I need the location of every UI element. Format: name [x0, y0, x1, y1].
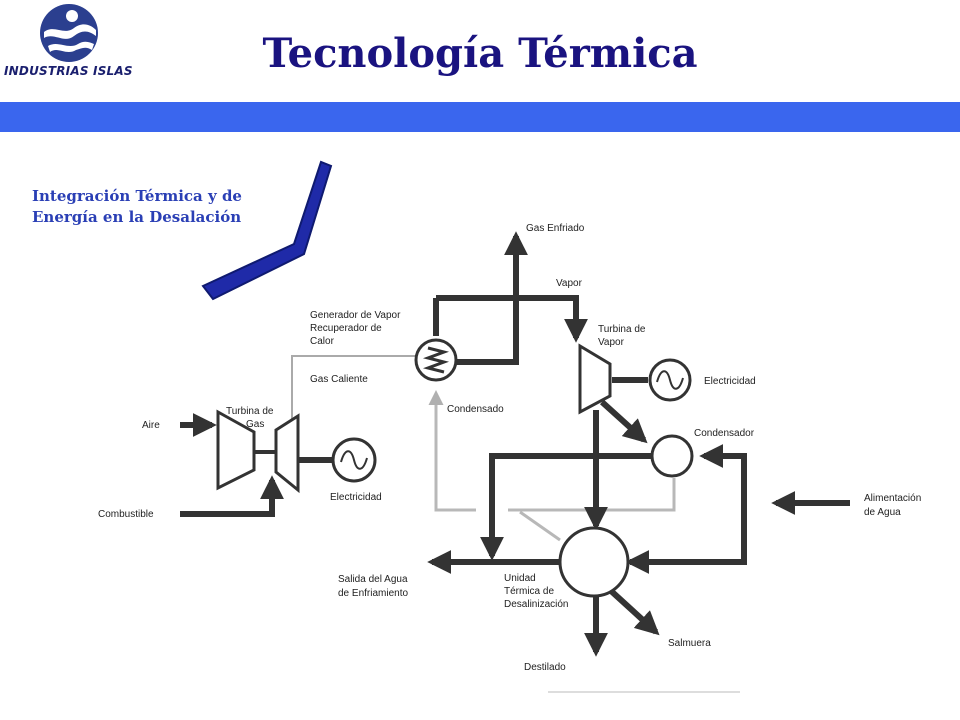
header-band	[0, 102, 960, 132]
salmuera-line	[607, 587, 660, 636]
label-electricidad-vapor: Electricidad	[704, 376, 756, 387]
label-salida-2: de Enfriamiento	[338, 588, 408, 599]
label-salmuera: Salmuera	[668, 638, 711, 649]
gas-enfriado-line	[454, 231, 528, 365]
heat-recovery-generator	[414, 338, 458, 382]
label-turbina-gas-2: Gas	[246, 419, 264, 430]
label-unidad-2: Térmica de	[504, 586, 554, 597]
combustible-line	[180, 475, 284, 517]
steam-generator	[648, 358, 692, 402]
main-flow-lines	[180, 231, 850, 657]
label-generador-1: Generador de Vapor	[310, 310, 401, 321]
label-aire: Aire	[142, 420, 160, 431]
label-unidad-1: Unidad	[504, 573, 536, 584]
condensate-lines	[428, 390, 676, 542]
label-salida-1: Salida del Agua	[338, 574, 408, 585]
label-turbina-vapor-1: Turbina de	[598, 324, 646, 335]
diagram-subtitle: Integración Térmica y de Energía en la D…	[32, 187, 242, 226]
gas-turbine	[216, 409, 300, 494]
label-unidad-3: Desalinización	[504, 599, 568, 610]
label-generador-3: Calor	[310, 336, 335, 347]
desalination-unit	[558, 526, 630, 598]
vapor-line	[436, 295, 588, 343]
gas-generator	[331, 437, 377, 483]
label-destilado: Destilado	[524, 662, 566, 673]
hot-gas-line	[291, 355, 422, 425]
label-condensador: Condensador	[694, 428, 755, 439]
logo-emblem-icon	[40, 4, 98, 62]
condenser	[650, 434, 694, 478]
thin-lines	[278, 355, 422, 441]
page-title: Tecnología Térmica	[262, 30, 698, 77]
label-gas-enfriado: Gas Enfriado	[526, 223, 585, 234]
label-combustible: Combustible	[98, 509, 154, 520]
logo-text: INDUSTRIAS ISLAS	[4, 64, 133, 78]
label-vapor: Vapor	[556, 278, 583, 289]
label-condensado: Condensado	[447, 404, 504, 415]
label-turbina-vapor-2: Vapor	[598, 337, 625, 348]
label-generador-2: Recuperador de	[310, 323, 382, 334]
sine-wave-icon	[656, 370, 684, 390]
steam-turbine	[578, 343, 612, 415]
label-alimentacion-1: Alimentación	[864, 493, 921, 504]
diagram-labels: Gas Enfriado Vapor Generador de Vapor Re…	[98, 223, 921, 673]
label-gas-caliente: Gas Caliente	[310, 374, 368, 385]
label-electricidad-gas: Electricidad	[330, 492, 382, 503]
company-logo: INDUSTRIAS ISLAS	[0, 0, 140, 100]
label-alimentacion-2: de Agua	[864, 507, 901, 518]
sine-wave-icon	[340, 450, 368, 470]
decorative-chevron	[201, 160, 333, 301]
turbine-to-condenser-line	[599, 399, 648, 444]
label-turbina-gas-1: Turbina de	[226, 406, 274, 417]
